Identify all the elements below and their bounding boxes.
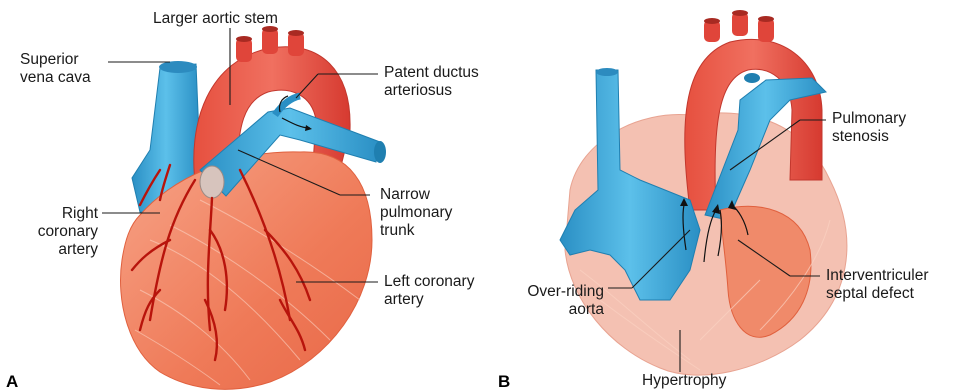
panel-letter-b: B [498, 374, 514, 390]
label-left-coronary-artery: Left coronary artery [384, 273, 474, 309]
panel-a-heart [121, 26, 386, 389]
label-larger-aortic-stem: Larger aortic stem [153, 10, 278, 28]
label-superior-vena-cava: Superior vena cava [20, 51, 91, 87]
label-pulmonary-stenosis: Pulmonary stenosis [832, 110, 906, 146]
label-over-riding-aorta: Over-riding aorta [508, 283, 604, 319]
panel-b-heart [560, 10, 847, 375]
label-interventricular-septal-defect: Interventriculer septal defect [826, 267, 929, 303]
label-patent-ductus-arteriosus: Patent ductus arteriosus [384, 64, 479, 100]
label-right-coronary-artery: Right coronary artery [30, 205, 98, 259]
label-narrow-pulmonary-trunk: Narrow pulmonary trunk [380, 186, 452, 240]
label-hypertrophy: Hypertrophy [642, 372, 726, 390]
panel-letter-a: A [6, 374, 22, 390]
